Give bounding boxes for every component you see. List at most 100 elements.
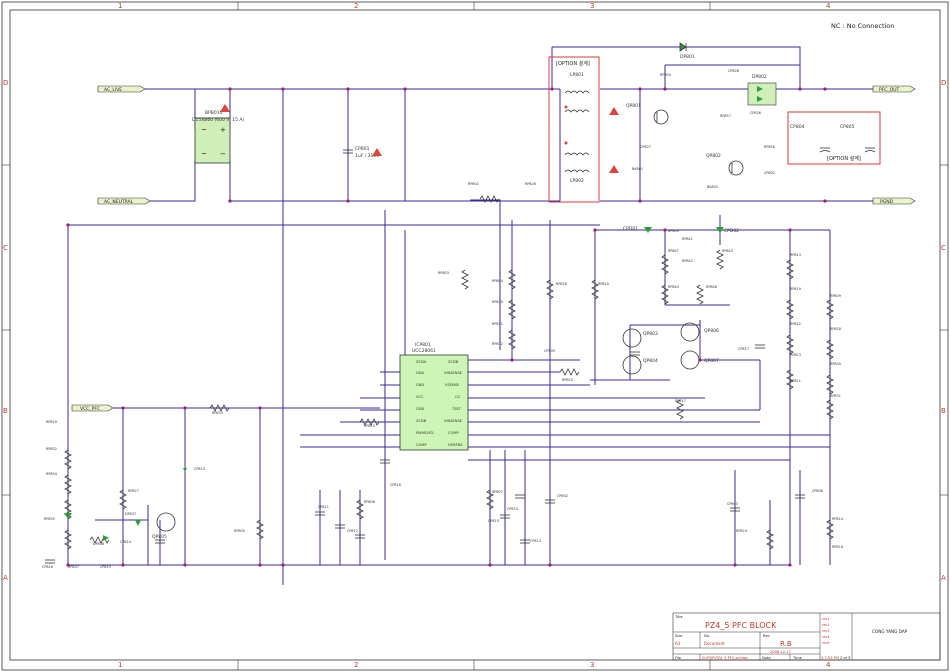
svg-text:ZCDB: ZCDB — [448, 360, 459, 364]
svg-text:QP804: QP804 — [643, 358, 658, 364]
svg-text:COMP: COMP — [448, 431, 459, 435]
port-vcc-pfc: VCC_PFC — [71, 404, 114, 412]
svg-text:CP811: CP811 — [318, 505, 329, 509]
svg-text:rev2: rev2 — [822, 623, 830, 627]
svg-text:CP826: CP826 — [750, 111, 761, 115]
file-value: D:\PDP\PZ4_5 PFC.schdoc — [702, 656, 748, 660]
svg-text:RP833: RP833 — [212, 411, 223, 415]
svg-text:RP813: RP813 — [790, 253, 801, 257]
svg-text:RP826: RP826 — [525, 182, 536, 186]
svg-text:DP802: DP802 — [752, 74, 767, 80]
date-value: 2008-12-17 — [770, 650, 791, 654]
svg-text:RP809: RP809 — [830, 294, 841, 298]
row-label-c-right: C — [941, 244, 946, 252]
svg-text:RP812: RP812 — [492, 342, 503, 346]
col-label-4-bottom: 4 — [826, 661, 831, 669]
svg-text:HVSENS: HVSENS — [448, 443, 463, 447]
svg-text:RP809: RP809 — [668, 229, 679, 233]
svg-text:DP837: DP837 — [125, 512, 136, 516]
svg-text:RP841: RP841 — [682, 237, 693, 241]
svg-text:rev1: rev1 — [822, 617, 830, 621]
svg-text:RP822: RP822 — [790, 322, 801, 326]
time-value: 5:7:53 PM — [821, 656, 839, 660]
svg-text:RP816: RP816 — [556, 282, 567, 286]
svg-text:RP818: RP818 — [832, 545, 843, 549]
svg-text:QP802: QP802 — [706, 153, 721, 159]
svg-text:DP801: DP801 — [680, 54, 695, 60]
col-label-3-bottom: 3 — [590, 661, 594, 669]
svg-text:DP836: DP836 — [93, 542, 104, 546]
svg-text:VCC: VCC — [416, 395, 424, 399]
svg-text:CP805: CP805 — [840, 124, 855, 130]
svg-text:RP805: RP805 — [234, 529, 245, 533]
svg-text:CP815: CP815 — [488, 519, 499, 523]
row-label-b-right: B — [941, 407, 946, 415]
svg-text:ZCDA: ZCDA — [416, 360, 427, 364]
date-label: Date — [762, 656, 771, 660]
svg-text:BK801: BK801 — [632, 167, 643, 171]
svg-text:RP821: RP821 — [790, 379, 801, 383]
svg-text:CPD01: CPD01 — [623, 226, 638, 232]
svg-text:CP828: CP828 — [728, 69, 739, 73]
svg-text:RP815: RP815 — [364, 424, 375, 428]
svg-text:GDB: GDB — [416, 407, 425, 411]
cpd-diodes: CPD01 CPD02 — [623, 226, 739, 234]
svg-text:VINSENSE: VINSENSE — [444, 419, 463, 423]
row-label-a-right: A — [941, 574, 946, 582]
svg-text:CP814: CP814 — [120, 540, 131, 544]
svg-text:CP827: CP827 — [640, 145, 651, 149]
col-label-2-top: 2 — [354, 2, 358, 10]
svg-text:RP811: RP811 — [492, 322, 503, 326]
junctions — [66, 87, 827, 567]
svg-text:VCC_PFC: VCC_PFC — [80, 406, 100, 412]
svg-text:BPB010: BPB010 — [205, 110, 223, 116]
cp804-capacitor: CP804 — [790, 124, 831, 153]
wires — [67, 46, 873, 585]
svg-text:CP804: CP804 — [790, 124, 805, 130]
col-label-2-bottom: 2 — [354, 661, 358, 669]
rev-value: R.B — [780, 640, 792, 648]
svg-text:VSENSE: VSENSE — [445, 383, 460, 387]
option-box-2 — [787, 111, 881, 165]
svg-text:PFC_OUT: PFC_OUT — [879, 87, 900, 93]
svg-text:CP818: CP818 — [42, 565, 53, 569]
svg-text:RP837: RP837 — [68, 565, 79, 569]
svg-text:PWMCNTL: PWMCNTL — [416, 431, 434, 435]
svg-text:CP809: CP809 — [544, 349, 555, 353]
svg-text:GND: GND — [416, 383, 424, 387]
svg-text:RP827: RP827 — [128, 489, 139, 493]
row-label-d-left: D — [3, 79, 8, 87]
svg-text:QP805: QP805 — [152, 534, 167, 540]
cp805-capacitor: CP805 — [840, 124, 876, 153]
lp802-inductor: LP802 — [564, 152, 590, 184]
svg-text:RP854: RP854 — [660, 73, 671, 77]
svg-text:+: + — [220, 126, 226, 134]
title-block — [672, 612, 941, 661]
doc-value: Document — [704, 641, 725, 646]
svg-text:CP813: CP813 — [530, 539, 541, 543]
svg-text:RP856: RP856 — [764, 145, 775, 149]
svg-text:LP801: LP801 — [570, 72, 584, 78]
svg-text:CP819: CP819 — [100, 565, 111, 569]
svg-text:PGND: PGND — [880, 199, 894, 205]
svg-text:rev4: rev4 — [822, 635, 830, 639]
svg-text:BK802: BK802 — [707, 185, 718, 189]
port-ac-neutral: AC_NEUTRAL — [97, 197, 151, 205]
svg-text:RP842: RP842 — [682, 259, 693, 263]
svg-text:RP828: RP828 — [830, 327, 841, 331]
doc-label: No. — [704, 634, 710, 638]
qp801-mosfet: QP801 — [626, 103, 669, 125]
svg-text:RP835: RP835 — [44, 517, 55, 521]
time-label: Time — [792, 656, 803, 660]
dp802-diode-pair: DP802 — [747, 74, 777, 106]
col-label-1-top: 1 — [118, 2, 122, 10]
svg-text:LP802: LP802 — [570, 178, 584, 184]
svg-text:rev3: rev3 — [822, 629, 830, 633]
option-box-1 — [548, 56, 600, 203]
ic-right-pins: ZCDB VINSENSE VSENSE CS TSET VINSENSE CO… — [444, 360, 463, 447]
svg-text:RP820: RP820 — [598, 282, 609, 286]
revision-list: rev1 rev2 rev3 rev4 rev5 — [822, 617, 830, 645]
